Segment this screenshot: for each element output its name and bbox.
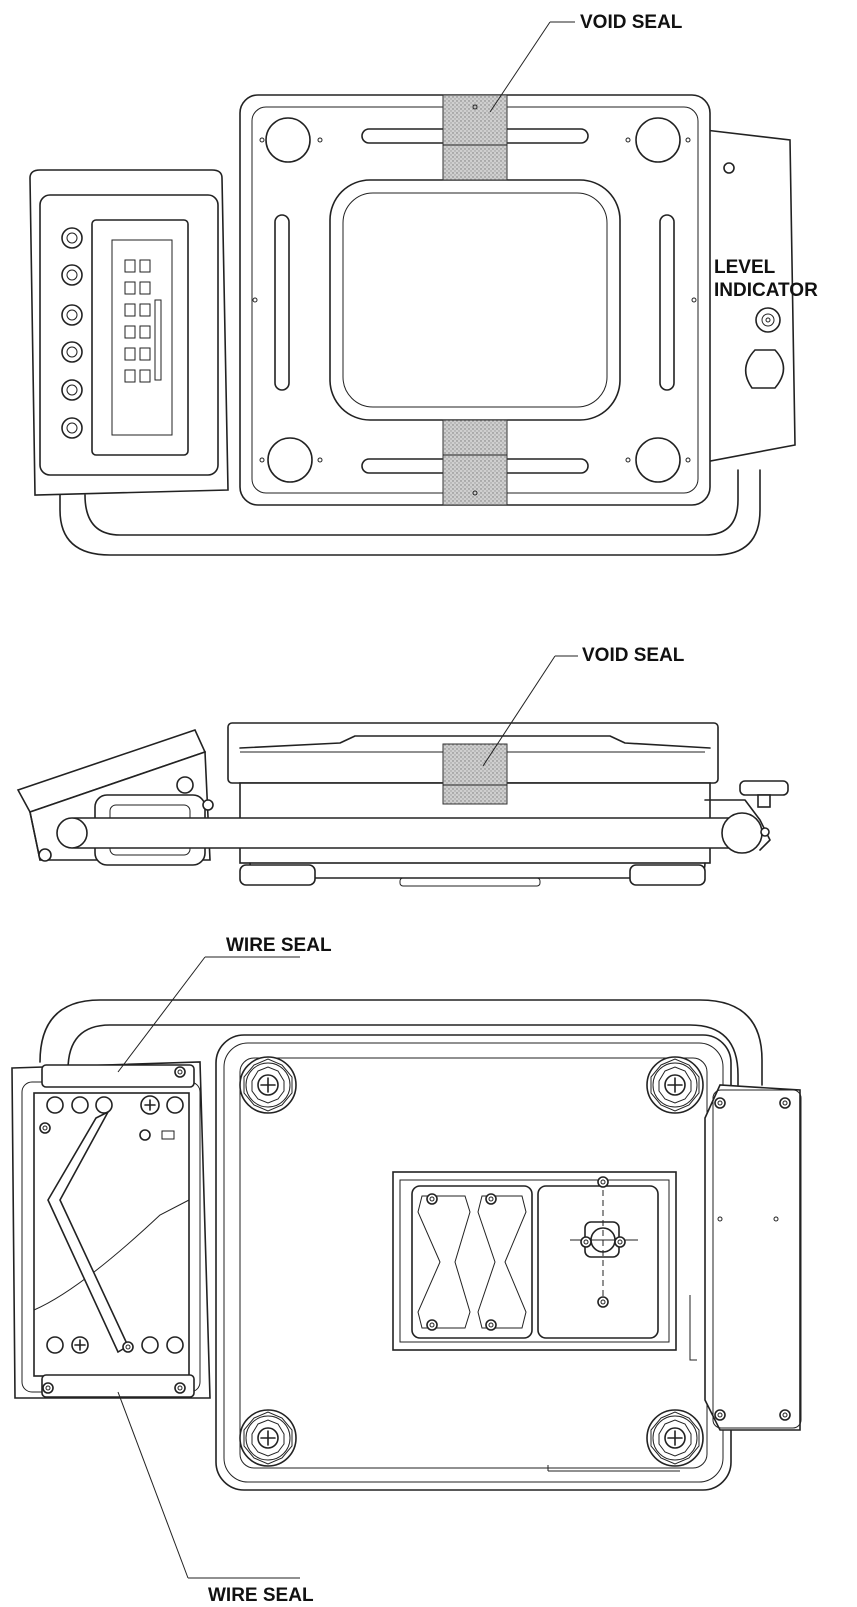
keypad-buttons (61, 227, 83, 439)
bottom-view: WIRE SEAL WIRE SEAL (11, 935, 802, 1606)
side-level-knob (739, 780, 789, 796)
void-seal-label-side: VOID SEAL (582, 645, 685, 666)
void-seal-leader-top (489, 21, 551, 113)
lcd-digits (124, 259, 162, 383)
void-seal-strip-bottom (442, 419, 508, 506)
bottom-load-cell-mount (392, 1171, 677, 1351)
level-indicator-label-line2: INDICATOR (714, 280, 818, 301)
void-seal-leader-side (482, 655, 556, 767)
void-seal-label-top: VOID SEAL (580, 12, 683, 33)
side-handle-bar (59, 817, 761, 849)
bottom-handle-loop (39, 999, 763, 1086)
level-bubble-icon (755, 307, 781, 333)
level-indicator-label-line1: LEVEL (714, 257, 776, 278)
indicator-unit (29, 169, 229, 496)
wire-seal-rail-bottom (41, 1374, 195, 1398)
level-indicator-housing (704, 129, 796, 463)
handle-bar (59, 469, 761, 556)
bottom-indicator-rear (11, 1061, 211, 1399)
side-foot-right (629, 864, 706, 886)
bottom-foot-bottom-left (239, 1409, 297, 1467)
bottom-cover-panel (689, 1084, 802, 1431)
weighing-platform (239, 94, 711, 506)
side-foot-left (239, 864, 316, 886)
wire-seal-leader-bottom (117, 1391, 189, 1579)
wire-seal-rail-top (41, 1064, 195, 1088)
side-void-seal-strip (442, 743, 508, 805)
wire-seal-leader-top (117, 956, 206, 1073)
bottom-foot-top-right (646, 1056, 704, 1114)
wire-seal-label-bottom: WIRE SEAL (208, 1585, 314, 1606)
top-view: VOID SEAL LEVEL INDICATOR (29, 12, 818, 556)
void-seal-strip-top (442, 94, 508, 181)
bottom-foot-top-left (239, 1056, 297, 1114)
side-view: VOID SEAL (16, 645, 789, 887)
level-foot-knob (744, 349, 785, 389)
bottom-foot-bottom-right (646, 1409, 704, 1467)
wire-seal-label-top: WIRE SEAL (226, 935, 332, 956)
